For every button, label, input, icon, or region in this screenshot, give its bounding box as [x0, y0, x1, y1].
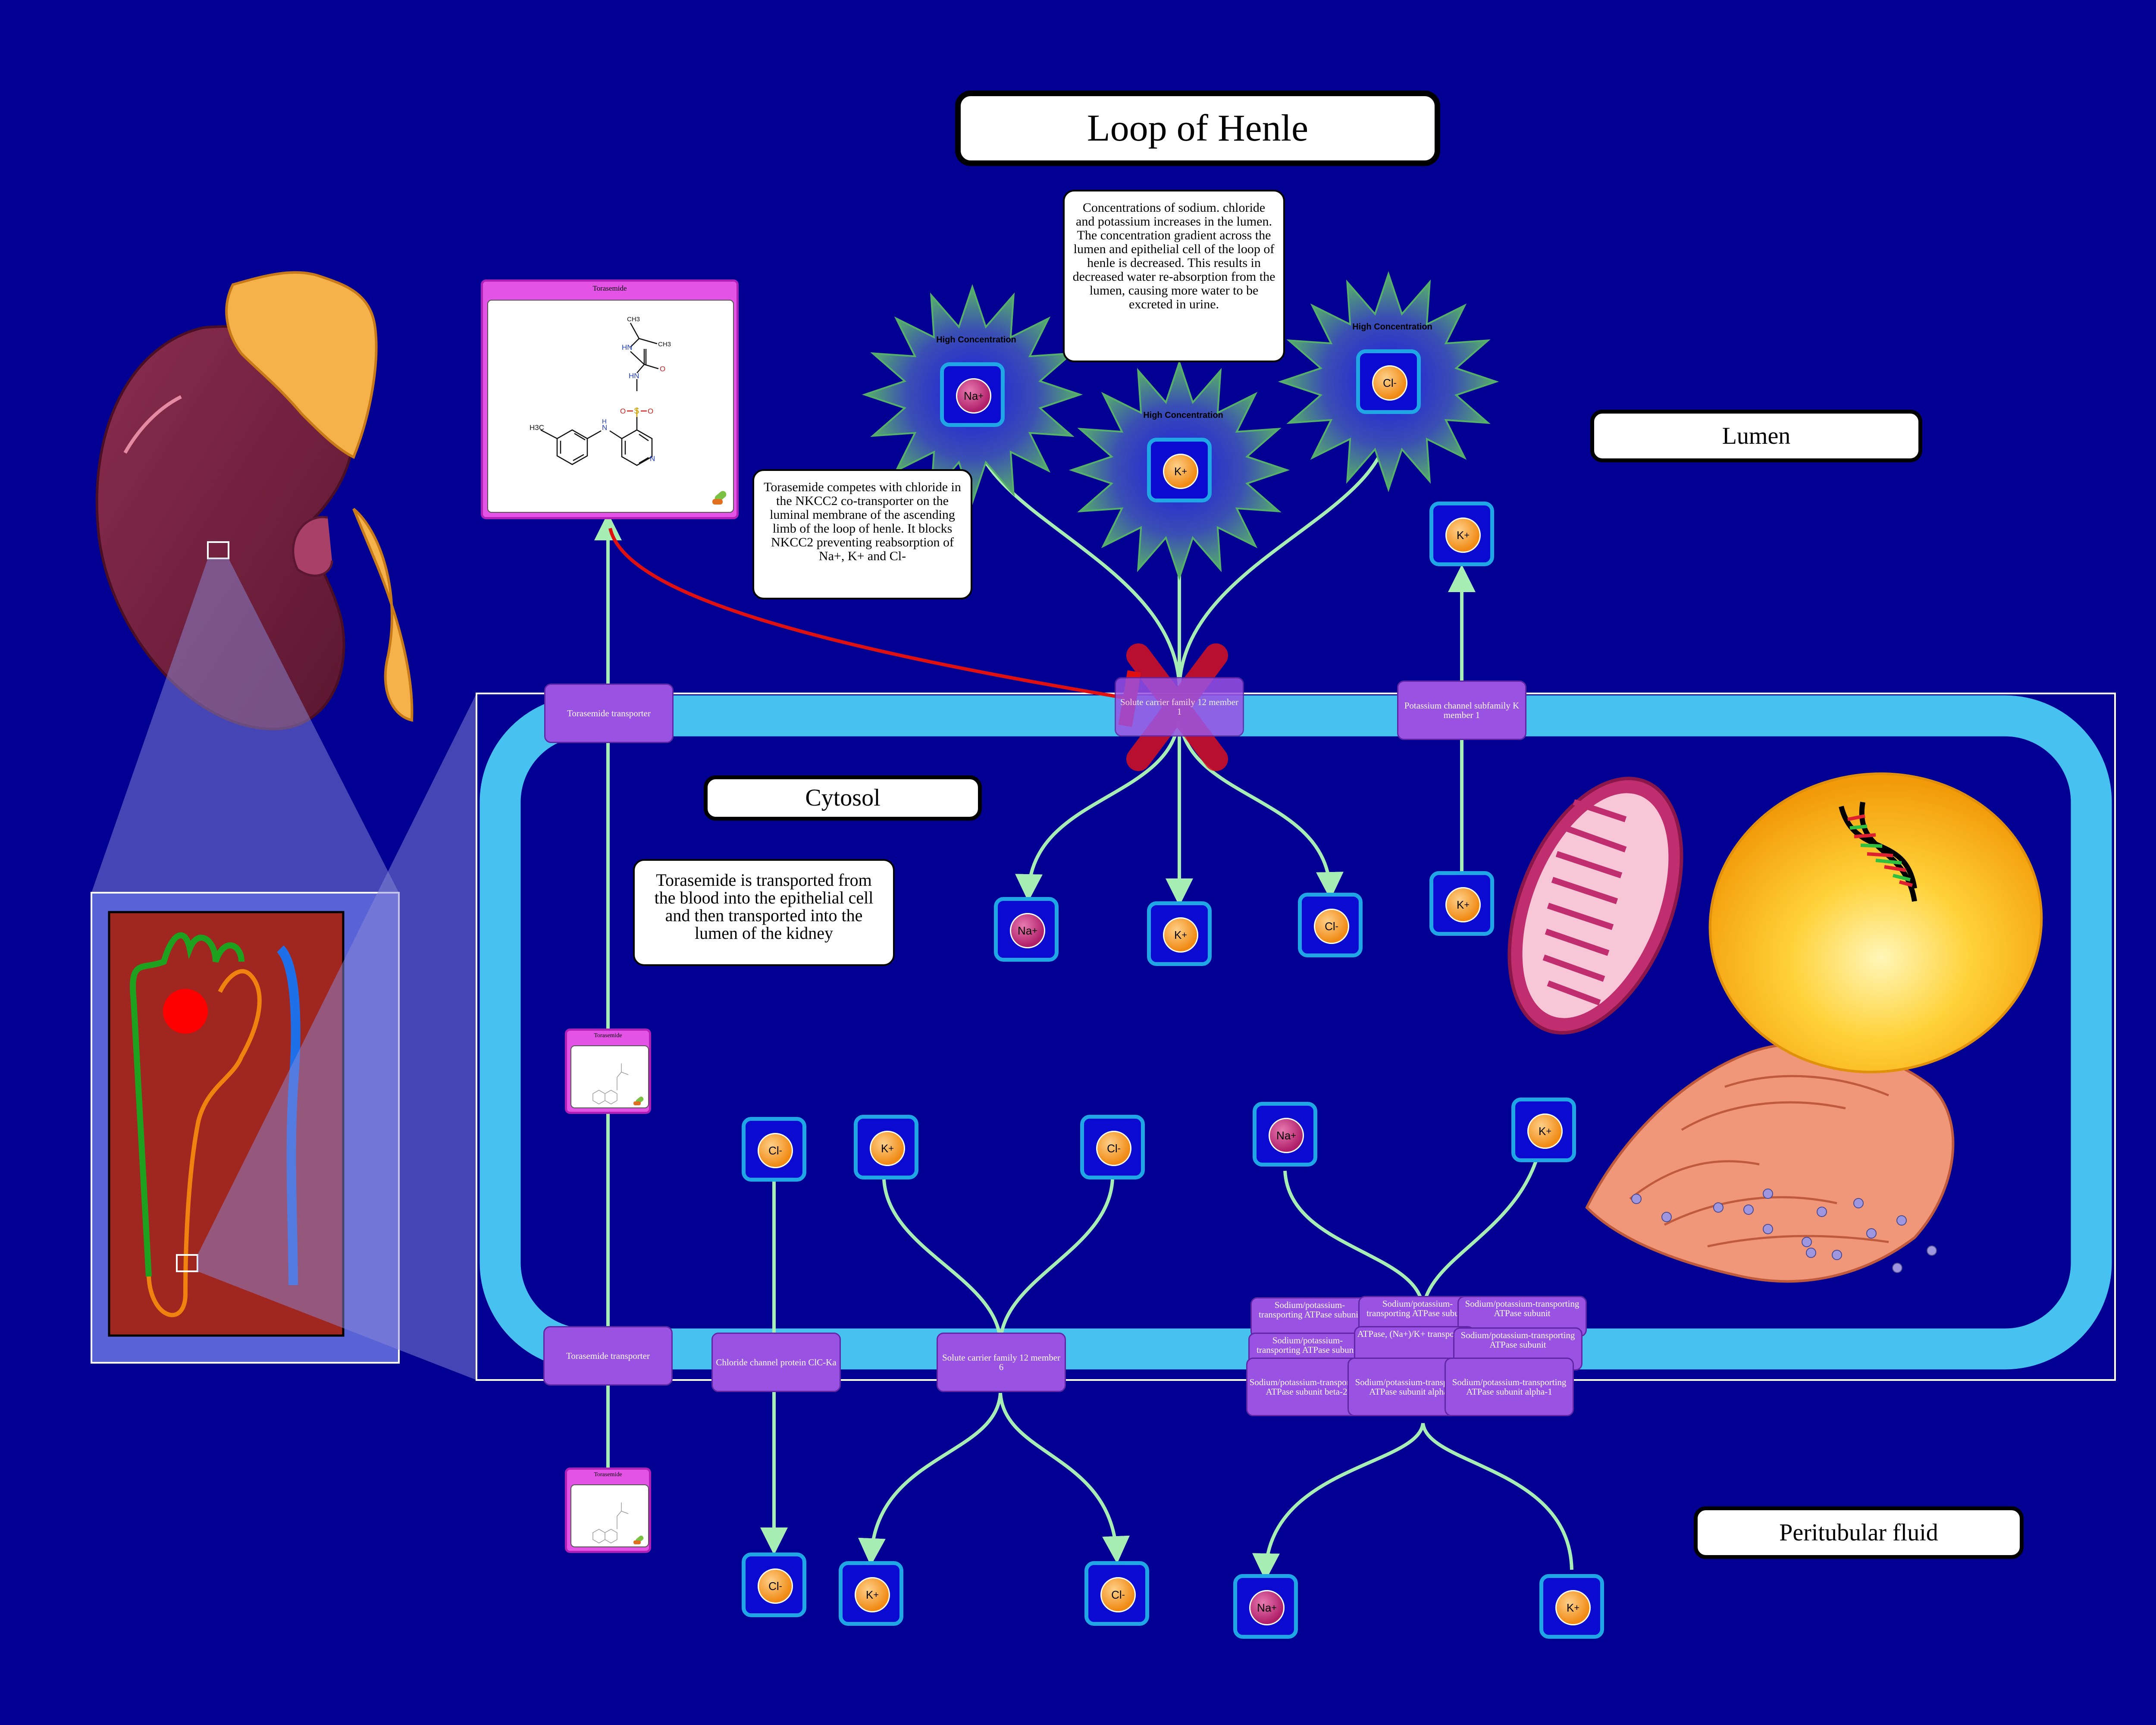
pill-icon [633, 1535, 644, 1544]
molecule-thumbnail [570, 1045, 649, 1108]
kcc4-cotransporter: Solute carrier family 12 member 6 [937, 1333, 1066, 1392]
potassium-ion-icon: K+ [1527, 1113, 1563, 1149]
high-concentration-label: High Concentration [936, 335, 1016, 345]
chloride-ion-cytosol-kcc: Cl- [1080, 1115, 1145, 1179]
sodium-ion-icon: Na+ [956, 378, 991, 414]
atom-o-right: O [648, 407, 653, 415]
concentration-note: Concentrations of sodium. chloride and p… [1063, 190, 1285, 362]
atom-ch3-top: CH3 [627, 316, 640, 323]
potassium-ion-cytosol-channel: K+ [1429, 871, 1494, 936]
potassium-ion-icon: K+ [1163, 454, 1198, 489]
sodium-ion-cytosol: Na+ [994, 897, 1059, 962]
torasemide-molecule: H3C N H S O O HN O HN CH3 CH3 N [530, 316, 727, 505]
potassium-ion-icon: K+ [1555, 1590, 1591, 1625]
torasemide-structure-card: Torasemide [481, 279, 739, 519]
chloride-ion-icon: Cl- [758, 1133, 793, 1168]
potassium-ion-lumen: High Concentration K+ [1143, 411, 1223, 502]
potassium-ion-icon: K+ [1163, 917, 1198, 953]
atom-ch3-right: CH3 [658, 341, 671, 348]
potassium-ion-cytosol-basal: K+ [854, 1115, 918, 1179]
pill-icon [712, 491, 727, 505]
torasemide-thumbnail [592, 1063, 644, 1105]
mitochondrion [1507, 777, 1683, 1035]
peritubular-fluid-label: Peritubular fluid [1694, 1506, 2024, 1559]
drug-name: Torasemide [592, 284, 627, 292]
chloride-ion-icon: Cl- [1314, 909, 1349, 944]
atom-o-left: O [620, 407, 626, 415]
sodium-ion-cytosol-atpase: Na+ [1253, 1102, 1317, 1167]
endoplasmic-reticulum [1585, 1042, 1955, 1283]
sodium-ion-icon: Na+ [1269, 1118, 1304, 1153]
potassium-ion-cytosol: K+ [1147, 901, 1212, 966]
potassium-ion-icon: K+ [855, 1577, 890, 1612]
sodium-ion-lumen: High Concentration Na+ [936, 335, 1016, 427]
drug-name-small: Torasemide [594, 1471, 622, 1478]
atom-s: S [634, 407, 639, 416]
dna-helix [1839, 802, 1917, 902]
torasemide-thumbnail [592, 1502, 644, 1544]
chloride-channel-clc-ka: Chloride channel protein ClC-Ka [711, 1333, 841, 1392]
molecule-thumbnail [570, 1484, 649, 1547]
kidney-illustration [95, 271, 414, 731]
potassium-ion-icon: K+ [870, 1131, 905, 1166]
chloride-ion-icon: Cl- [1100, 1577, 1136, 1612]
potassium-ion-icon: K+ [1445, 518, 1481, 553]
atom-h: H [602, 418, 607, 425]
page-title: Loop of Henle [955, 91, 1440, 166]
torasemide-transporter-basolateral: Torasemide transporter [543, 1326, 673, 1386]
sodium-ion-icon: Na+ [1010, 913, 1045, 948]
high-concentration-label: High Concentration [1143, 411, 1223, 420]
atom-h3c: H3C [530, 423, 544, 432]
potassium-ion-peritubular-atpase: K+ [1539, 1574, 1604, 1639]
atom-hn-upper: HN [622, 343, 633, 351]
atpase-subunit-beta-2: Sodium/potassium-transporting ATPase sub… [1246, 1358, 1367, 1416]
atom-hn-lower: HN [629, 372, 639, 380]
chloride-ion-cytosol-basal: Cl- [742, 1117, 806, 1182]
chloride-ion-icon: Cl- [758, 1568, 793, 1604]
atom-n-amine: N [602, 423, 607, 432]
competition-note: Torasemide competes with chloride in the… [752, 469, 972, 599]
potassium-channel: Potassium channel subfamily K member 1 [1397, 681, 1526, 740]
atpase-subunit-alpha-1: Sodium/potassium-transporting ATPase sub… [1445, 1358, 1574, 1416]
torasemide-transporter-apical: Torasemide transporter [544, 684, 674, 743]
chloride-ion-icon: Cl- [1372, 365, 1407, 401]
chloride-ion-peritubular: Cl- [742, 1552, 806, 1617]
chloride-ion-icon: Cl- [1096, 1131, 1131, 1166]
chloride-ion-peritubular-kcc: Cl- [1084, 1561, 1149, 1626]
torasemide-blood-card: Torasemide [565, 1468, 651, 1553]
inhibition-line [608, 528, 1141, 727]
transport-note: Torasemide is transported from the blood… [633, 859, 895, 966]
drug-name-small: Torasemide [594, 1032, 622, 1039]
molecule-panel: H3C N H S O O HN O HN CH3 CH3 N [487, 300, 734, 513]
torasemide-cytosol-card: Torasemide [565, 1029, 651, 1114]
potassium-ion-icon: K+ [1445, 887, 1481, 922]
atpase-subunit: Sodium/potassium-transporting ATPase sub… [1250, 1297, 1369, 1338]
pill-icon [633, 1096, 644, 1105]
chloride-ion-lumen: High Concentration Cl- [1352, 322, 1432, 414]
sodium-ion-peritubular: Na+ [1233, 1574, 1298, 1639]
atom-o-carbonyl: O [660, 365, 665, 373]
nkcc2-cotransporter: Solute carrier family 12 member 1 [1115, 677, 1244, 737]
high-concentration-label: High Concentration [1352, 322, 1432, 332]
atom-n-ring: N [650, 455, 655, 463]
nucleus [1708, 772, 2043, 1073]
lumen-label: Lumen [1590, 410, 1922, 462]
cytosol-label: Cytosol [704, 775, 982, 821]
potassium-ion-peritubular: K+ [839, 1561, 903, 1626]
potassium-ion-lumen-secreted: K+ [1429, 502, 1494, 566]
potassium-ion-cytosol-atpase: K+ [1511, 1098, 1576, 1162]
chloride-ion-cytosol: Cl- [1298, 893, 1363, 957]
zoom-callouts [91, 541, 476, 1380]
sodium-ion-icon: Na+ [1249, 1590, 1285, 1625]
